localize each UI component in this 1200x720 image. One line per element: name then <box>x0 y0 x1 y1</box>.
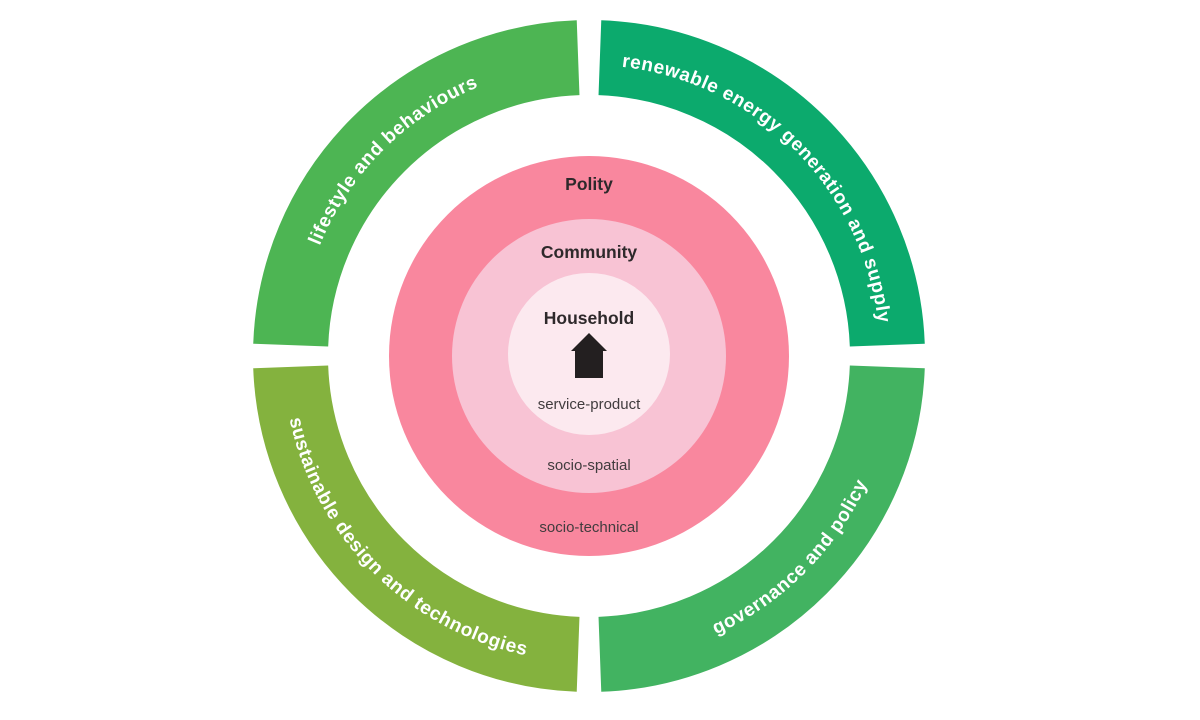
outer-ring <box>253 20 925 692</box>
label-polity: Polity <box>565 174 613 194</box>
sublabel-service-product: service-product <box>538 396 641 413</box>
inner-ring-sublabels: service-product socio-spatial socio-tech… <box>538 396 641 536</box>
arc-governance <box>598 365 925 692</box>
house-icon <box>571 333 607 378</box>
label-household: Household <box>544 308 634 328</box>
sublabel-socio-spatial: socio-spatial <box>547 457 630 474</box>
sublabel-socio-technical: socio-technical <box>539 519 638 536</box>
label-community: Community <box>541 242 638 262</box>
arc-lifestyle <box>253 20 580 347</box>
arc-renewable <box>598 20 925 347</box>
inner-ring-labels: Polity Community Household <box>541 174 638 328</box>
arc-sustainable <box>253 365 580 692</box>
